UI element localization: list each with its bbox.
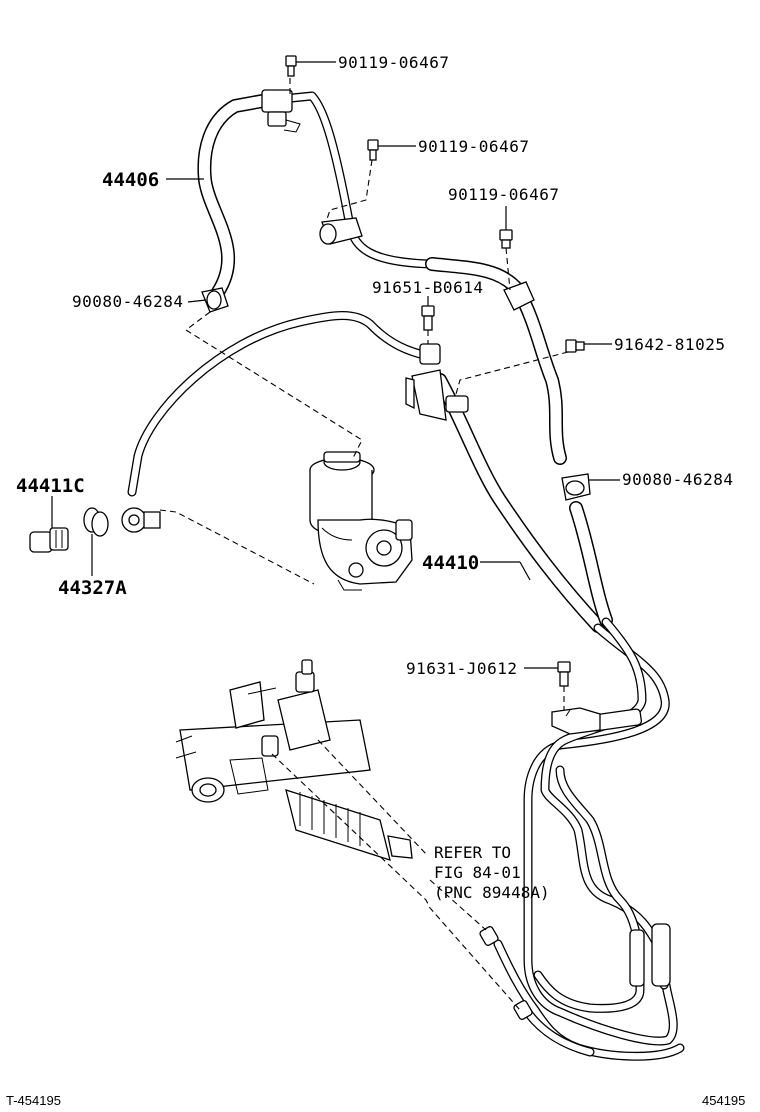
callout-91631-j0612: 91631-J0612	[406, 659, 517, 678]
bolt-90119-right	[499, 229, 513, 249]
clamp-bracket-mid	[319, 217, 363, 245]
dashed-reference-lines	[159, 78, 569, 1011]
reference-note-line-3: (PNC 89448A)	[434, 883, 550, 902]
pressure-hose-44410	[433, 373, 605, 633]
lower-pipe-outer	[523, 623, 678, 1046]
bolt-91651	[421, 305, 435, 331]
hose-clamp-right-upper	[503, 281, 535, 311]
reference-note-line-1: REFER TO	[434, 843, 511, 862]
bolt-90119-mid	[367, 139, 379, 161]
banjo-fitting	[121, 507, 161, 533]
hose-clamp-90080-left	[201, 287, 229, 313]
lower-pipe-inner	[540, 617, 669, 990]
return-hose-right	[425, 257, 567, 465]
pipe-end-segments	[493, 939, 685, 1061]
return-pipe-upper	[287, 91, 435, 269]
callout-44406: 44406	[102, 169, 159, 191]
pipe-fitting-lower-b	[513, 1000, 533, 1020]
bolt-91642	[565, 339, 585, 353]
power-steering-pump	[309, 451, 413, 591]
mount-bracket-center	[405, 343, 469, 421]
pressure-pipe-upper	[127, 311, 433, 497]
gasket-44327a	[83, 507, 109, 537]
callout-44327a: 44327A	[58, 577, 127, 599]
hose-right-lower	[569, 501, 613, 627]
return-hose-44406	[197, 93, 275, 299]
footer-left-code: T-454195	[6, 1093, 61, 1108]
callout-44410: 44410	[422, 552, 479, 574]
callout-91651-b0614: 91651-B0614	[372, 278, 483, 297]
hose-clamp-90080-right	[561, 473, 591, 501]
callout-90119-06467-top: 90119-06467	[338, 53, 449, 72]
footer-right-code: 454195	[702, 1093, 745, 1108]
callout-90080-46284-right: 90080-46284	[622, 470, 733, 489]
mount-bracket-lower	[551, 707, 601, 735]
callout-90080-46284-left: 90080-46284	[72, 292, 183, 311]
union-bolt-44411c	[29, 527, 69, 553]
bolt-91631	[557, 661, 571, 687]
reference-note: REFER TO FIG 84-01 (PNC 89448A)	[434, 843, 550, 902]
callout-91642-81025: 91642-81025	[614, 335, 725, 354]
reference-note-line-2: FIG 84-01	[434, 863, 521, 882]
steering-rack-gear	[175, 659, 413, 861]
union-fitting-top	[261, 89, 301, 133]
callout-90119-06467-right: 90119-06467	[448, 185, 559, 204]
pipe-sleeves	[589, 708, 671, 987]
leader-lines	[51, 61, 620, 669]
bolt-90119-top	[285, 55, 297, 77]
callout-44411c: 44411C	[16, 475, 85, 497]
callout-90119-06467-mid: 90119-06467	[418, 137, 529, 156]
